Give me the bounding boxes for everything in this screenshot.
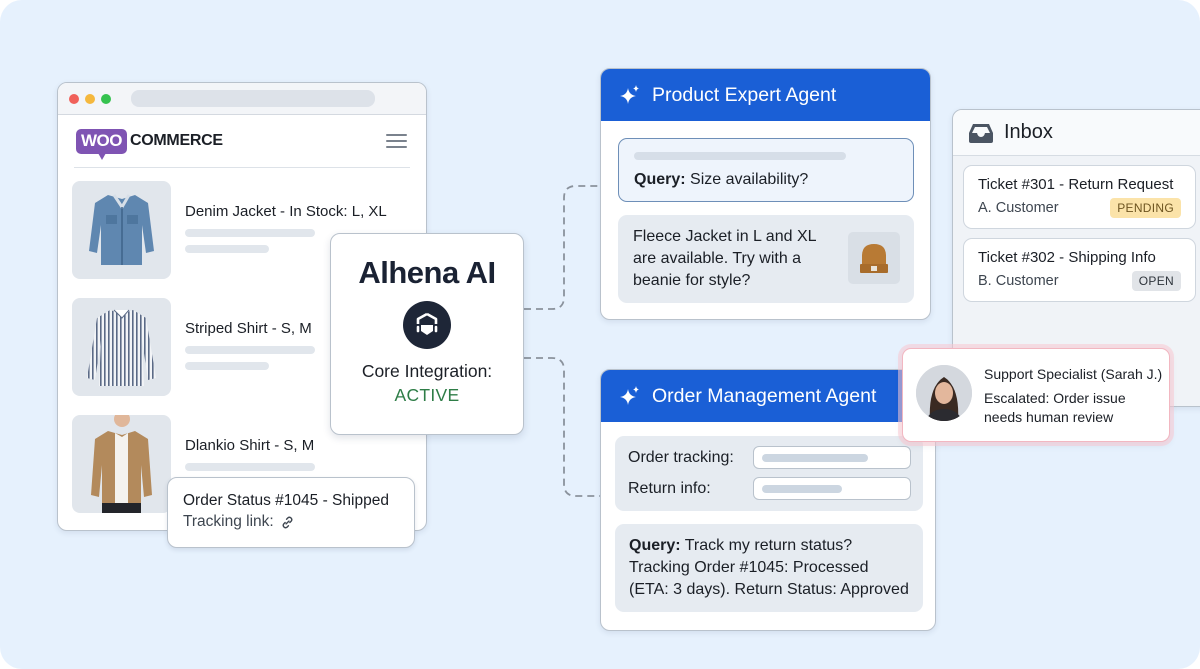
product-title[interactable]: Denim Jacket - In Stock: L, XL [185, 203, 387, 220]
order-management-agent-card: Order Management Agent Order tracking: R… [600, 369, 936, 631]
address-bar[interactable] [131, 90, 375, 107]
result-line: (ETA: 3 days). Return Status: Approved [629, 581, 909, 598]
sparkle-icon [620, 386, 639, 405]
return-info-input[interactable] [753, 477, 911, 500]
escalation-message: Escalated: Order issue needs human revie… [984, 390, 1126, 425]
specialist-name: Support Specialist (Sarah J.) [984, 366, 1163, 382]
ticket-title: Ticket #301 - Return Request [978, 176, 1174, 193]
order-status-title: Order Status #1045 - Shipped [183, 492, 389, 509]
skeleton-line [185, 463, 315, 471]
inbox-header: Inbox [953, 110, 1200, 156]
avatar [916, 365, 972, 421]
integration-status: ACTIVE [394, 385, 460, 405]
query-box[interactable]: Query: Size availability? [618, 138, 914, 202]
query-text: Query: Track my return status? [629, 537, 853, 554]
status-badge: PENDING [1110, 198, 1181, 218]
alhena-logo-icon [403, 301, 451, 349]
tan-shirt-image[interactable] [72, 415, 171, 513]
ticket-item[interactable]: Ticket #301 - Return Request A. Customer… [963, 165, 1196, 229]
close-window-dot[interactable] [69, 93, 79, 104]
agent-header: Product Expert Agent [601, 69, 930, 121]
link-icon[interactable] [280, 515, 295, 530]
browser-titlebar [58, 83, 426, 115]
maximize-window-dot[interactable] [101, 93, 111, 104]
agent-answer-box: Fleece Jacket in L and XL are available.… [618, 215, 914, 303]
order-status-card[interactable]: Order Status #1045 - Shipped Tracking li… [167, 477, 415, 548]
order-result-box: Query: Track my return status? Tracking … [615, 524, 923, 612]
hamburger-menu-icon[interactable] [386, 134, 407, 148]
ticket-item[interactable]: Ticket #302 - Shipping Info B. Customer … [963, 238, 1196, 302]
return-info-label: Return info: [628, 479, 711, 497]
ticket-customer: B. Customer [978, 273, 1059, 289]
product-expert-agent-card: Product Expert Agent Query: Size availab… [600, 68, 931, 320]
skeleton-line [185, 346, 315, 354]
commerce-wordmark: COMMERCE [130, 132, 223, 149]
agent-answer-text: Fleece Jacket in L and XL are available.… [633, 228, 816, 289]
inbox-tray-icon [969, 123, 993, 143]
ticket-customer: A. Customer [978, 200, 1059, 216]
alhena-title: Alhena AI [358, 255, 496, 290]
integration-label: Core Integration: [361, 361, 493, 381]
store-header: WOO COMMERCE [74, 115, 410, 168]
query-text: Query: Size availability? [634, 171, 809, 188]
tracking-link-label: Tracking link: [183, 513, 274, 530]
order-form: Order tracking: Return info: [615, 436, 923, 511]
woo-badge: WOO [76, 128, 127, 160]
skeleton-line [185, 245, 269, 253]
status-badge: OPEN [1131, 271, 1181, 291]
agent-title: Product Expert Agent [652, 83, 837, 106]
skeleton-line [185, 362, 269, 370]
woocommerce-logo: WOO COMMERCE [74, 128, 223, 160]
skeleton-line [185, 229, 315, 237]
order-tracking-input[interactable] [753, 446, 911, 469]
striped-shirt-image[interactable] [72, 298, 171, 396]
agent-header: Order Management Agent [601, 370, 935, 422]
product-title[interactable]: Dlankio Shirt - S, M [185, 437, 315, 454]
sparkle-icon [620, 85, 639, 104]
ticket-title: Ticket #302 - Shipping Info [978, 249, 1156, 266]
skeleton-line [634, 152, 846, 160]
alhena-core-card: Alhena AI Core Integration: ACTIVE [330, 233, 524, 435]
beanie-image[interactable] [848, 232, 900, 284]
inbox-title: Inbox [1004, 121, 1053, 143]
product-title[interactable]: Striped Shirt - S, M [185, 320, 312, 337]
order-tracking-label: Order tracking: [628, 448, 734, 466]
agent-title: Order Management Agent [652, 384, 877, 407]
denim-jacket-image[interactable] [72, 181, 171, 279]
escalation-card[interactable]: Support Specialist (Sarah J.) Escalated:… [902, 348, 1170, 442]
result-line: Tracking Order #1045: Processed [629, 559, 869, 576]
minimize-window-dot[interactable] [85, 93, 95, 104]
